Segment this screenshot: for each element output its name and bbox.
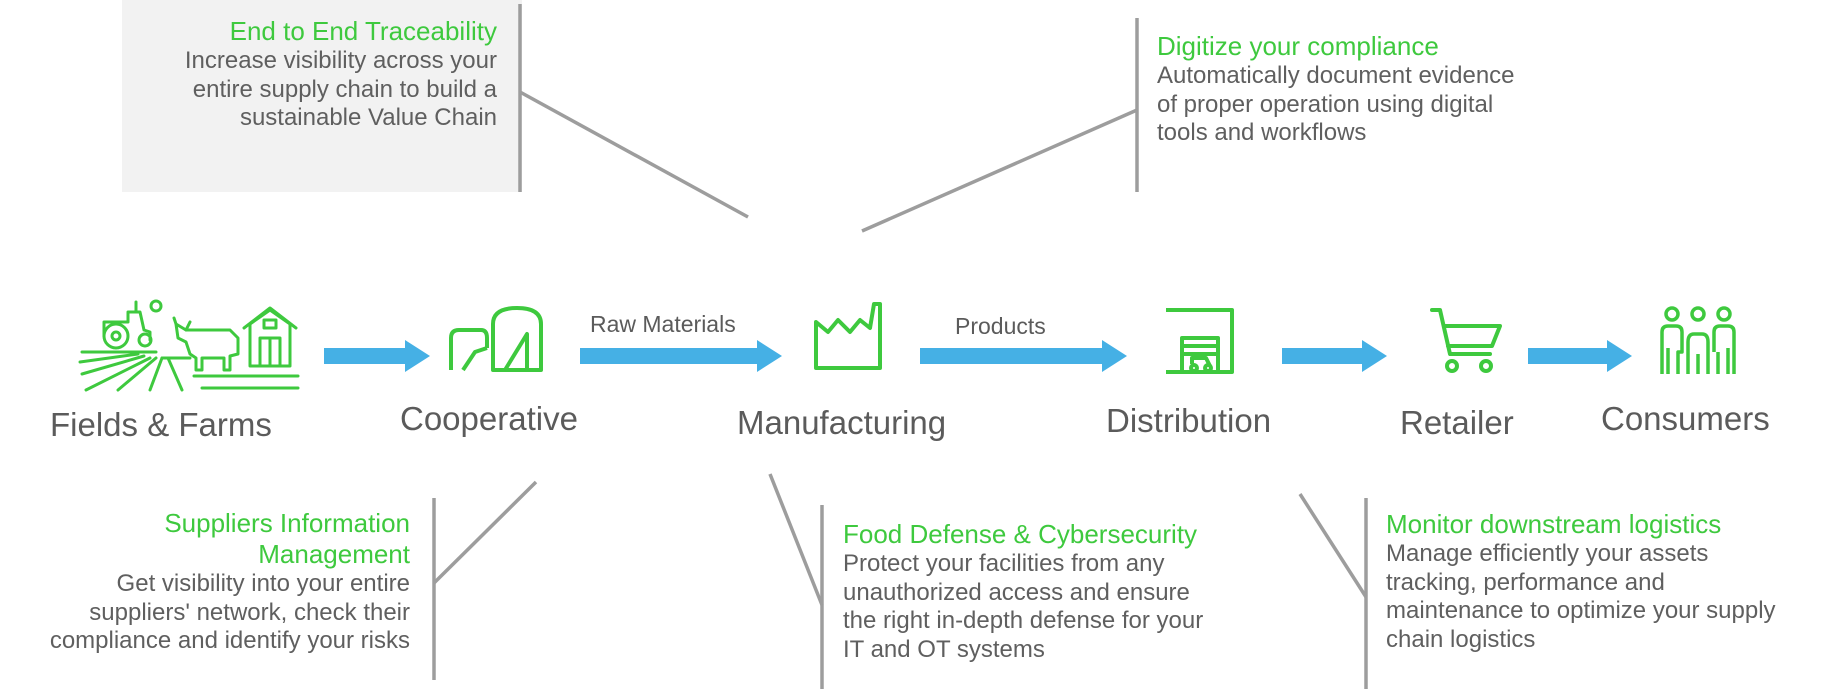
farm-icon [78,296,300,392]
flow-arrow-farms-cooperative [324,340,430,372]
callout-suppliers: Suppliers Information Management Get vis… [0,508,410,656]
callout-text-line: Protect your facilities from any [843,550,1165,577]
suppliers-connector-line [432,480,538,585]
callout-text-line: maintenance to optimize your supply [1386,597,1776,624]
cart-icon [1428,304,1504,376]
silo-icon [447,304,547,374]
factory-icon [812,300,884,372]
traceability-connector-line [519,90,749,219]
callout-text-line: compliance and identify your risks [49,627,410,654]
food-defense-connector-line [768,473,824,606]
stage-label-consumers: Consumers [1601,400,1770,437]
callout-text-line: Get visibility into your entire [116,570,410,597]
callout-logistics: Monitor downstream logistics Manage effi… [1386,509,1826,654]
stage-label-manufacturing: Manufacturing [737,404,947,441]
traceability-highlight-box [122,0,522,192]
callout-text-line: suppliers' network, check their [89,598,410,626]
flow-arrow-distribution-retailer [1282,340,1387,372]
stage-label-cooperative: Cooperative [400,400,578,437]
callout-compliance: Digitize your compliance Automatically d… [1157,31,1577,148]
callout-title: Management [258,539,410,569]
people-icon [1658,306,1738,378]
callout-text-line: Manage efficiently your assets [1386,540,1709,567]
callout-text-line: the right in-depth defense for your [843,607,1204,634]
stage-label-distribution: Distribution [1106,402,1272,439]
stage-label-fields-farms: Fields & Farms [50,406,272,443]
callout-title: Food Defense & Cybersecurity [843,519,1198,549]
callout-text-line: tools and workflows [1157,119,1367,146]
compliance-connector-line [861,108,1138,233]
logistics-connector-line [1298,493,1368,598]
stage-label-retailer: Retailer [1400,404,1514,441]
flow-label-raw-materials: Raw Materials [590,311,736,337]
callout-title: End to End Traceability [229,16,497,46]
flow-arrow-retailer-consumers [1528,340,1632,372]
warehouse-icon [1162,304,1236,376]
callout-title: Suppliers Information [164,508,410,538]
callout-text-line: Increase visibility across your [184,47,497,74]
callout-text-line: of proper operation using digital [1157,90,1494,118]
flow-arrow-cooperative-manufacturing [580,340,782,372]
callout-traceability: End to End Traceability Increase visibil… [122,16,497,133]
callout-text-line: entire supply chain to build a [192,75,497,103]
callout-title: Digitize your compliance [1157,31,1439,61]
callout-food-defense: Food Defense & Cybersecurity Protect you… [843,519,1263,664]
callout-text-line: chain logistics [1386,625,1536,653]
callout-text-line: sustainable Value Chain [239,104,497,131]
callout-text-line: tracking, performance and [1386,568,1665,596]
callout-title: Monitor downstream logistics [1386,509,1722,539]
flow-arrow-manufacturing-distribution [920,340,1127,372]
flow-label-products: Products [955,313,1046,339]
callout-text-line: unauthorized access and ensure [843,578,1190,606]
callout-text-line: IT and OT systems [843,635,1045,663]
callout-text-line: Automatically document evidence [1157,62,1515,89]
